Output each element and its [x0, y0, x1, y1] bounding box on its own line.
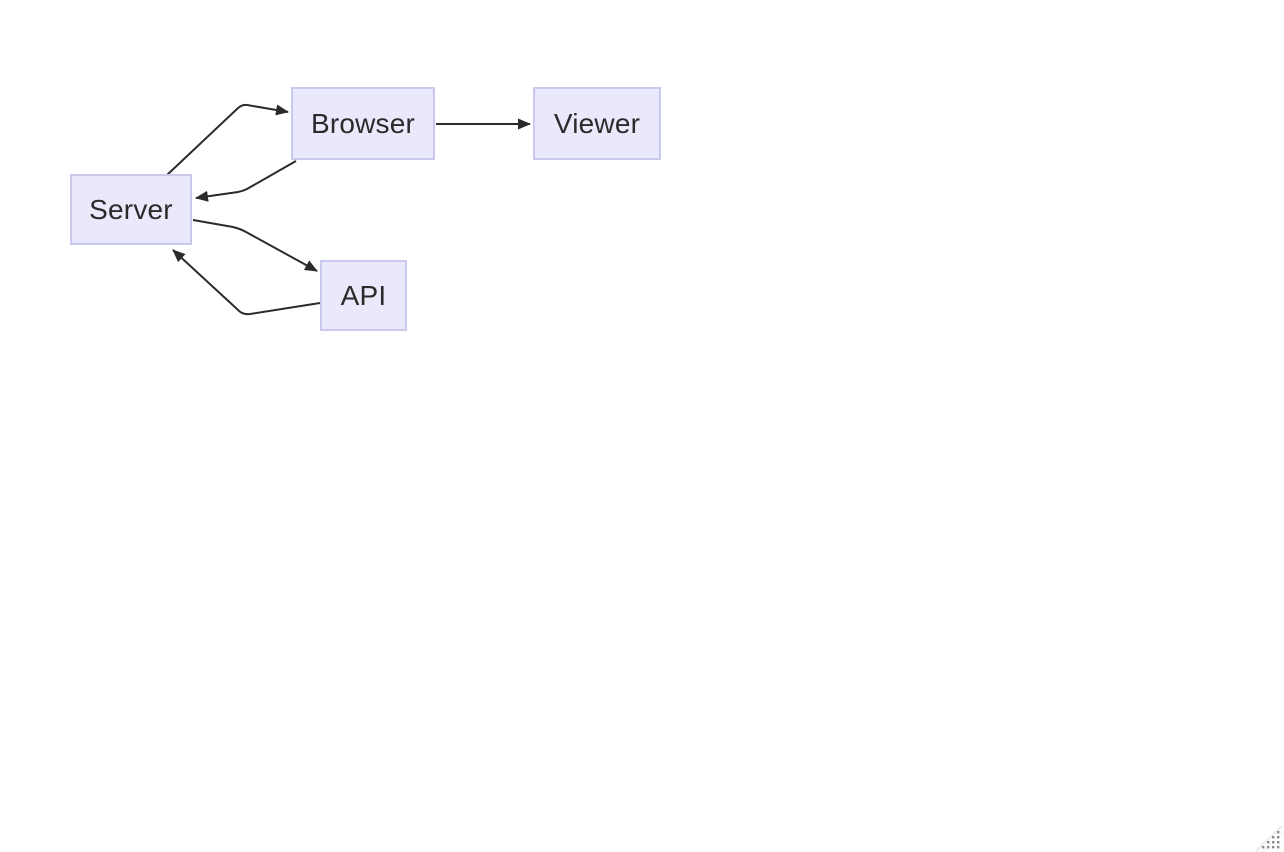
node-browser-label: Browser	[310, 107, 416, 139]
node-viewer-label: Viewer	[553, 107, 641, 139]
edge-api-to-server	[172, 249, 321, 316]
edge-server-to-browser	[166, 103, 289, 176]
edge-server-to-api	[192, 219, 318, 272]
node-api-label: API	[340, 279, 387, 311]
resize-grip-icon[interactable]	[1254, 824, 1284, 852]
edge-browser-to-server	[195, 160, 297, 202]
diagram-node-viewer: Viewer	[533, 87, 661, 160]
diagram-node-browser: Browser	[291, 87, 435, 160]
diagram-node-api: API	[320, 260, 407, 331]
node-server-label: Server	[89, 193, 173, 225]
diagram-node-server: Server	[70, 174, 192, 245]
